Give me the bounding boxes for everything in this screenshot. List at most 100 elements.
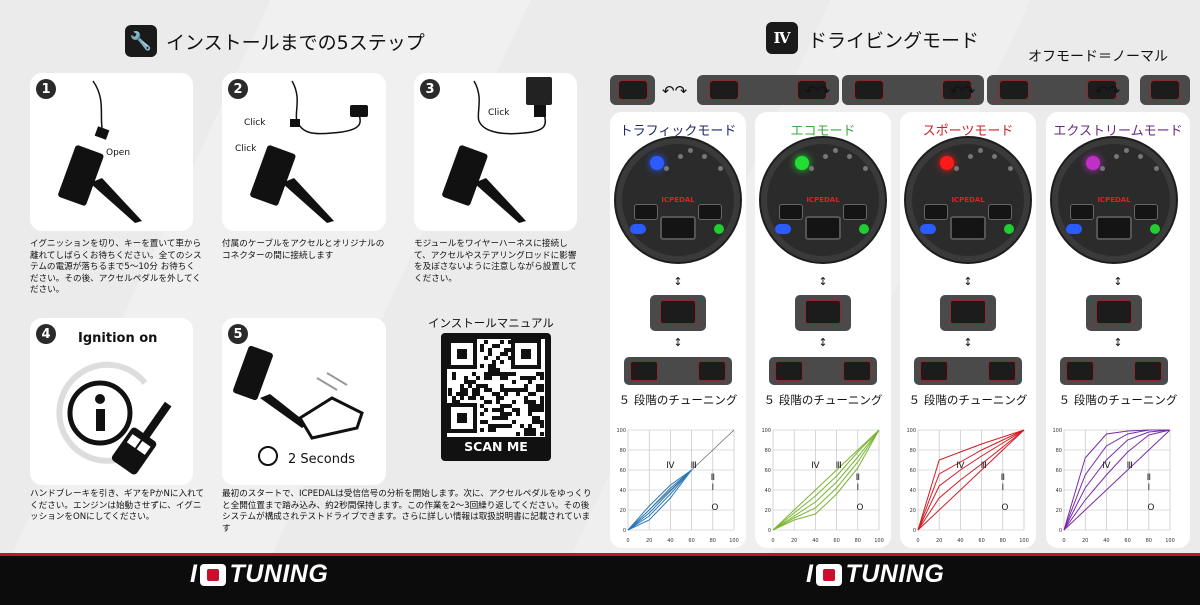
series-line-ii [772,429,880,531]
qr-module [528,408,532,412]
module-screen [843,361,871,381]
x-tick-label: 40 [957,538,963,544]
curved-arrows-icon: ↶↷ [805,82,831,100]
level-label: O [856,503,863,513]
qr-module [532,420,536,424]
vertical-arrow-icon: ↕ [818,336,828,349]
qr-module [532,392,536,396]
qr-module [500,396,504,400]
x-tick-label: 0 [1062,538,1065,544]
y-tick-label: 20 [1056,508,1062,514]
qr-module [536,420,540,424]
qr-module [500,340,504,344]
qr-module [540,400,544,404]
series-line-iii [917,429,1025,531]
qr-module [456,392,460,396]
qr-module [516,412,520,416]
sel-button[interactable] [1070,204,1094,220]
logo-name: TUNING [229,560,329,588]
y-tick-label: 60 [1056,468,1062,474]
mode-switch-module [987,75,1129,105]
y-tick-label: 80 [1056,448,1062,454]
level-label: Ⅲ [1127,461,1133,471]
qr-module [532,400,536,404]
qr-module [500,424,504,428]
switch-screen [942,80,972,100]
qr-finder [447,339,477,369]
vertical-arrow-icon: ↕ [818,275,828,288]
series-line-i [917,429,1025,531]
qr-module [492,424,496,428]
blue-indicator [775,224,791,234]
y-tick-label: 60 [620,468,626,474]
qr-module [496,400,500,404]
level-led [1008,166,1013,171]
display-module [650,295,706,331]
device-brand-label: ICPEDAL [806,196,840,204]
logo-prefix: I [190,560,198,588]
val-button[interactable] [698,204,722,220]
sel-button[interactable] [634,204,658,220]
module-screen [805,300,841,324]
sel-button[interactable] [779,204,803,220]
val-button[interactable] [843,204,867,220]
level-label: Ⅳ [811,461,820,471]
level-led [968,154,973,159]
qr-module [516,432,520,436]
install-title: インストールまでの5ステップ [166,32,425,54]
click-label: Click [235,144,257,154]
qr-finder-center [521,349,531,359]
qr-module [528,400,532,404]
x-tick-label: 80 [710,538,716,544]
y-tick-label: 80 [910,448,916,454]
qr-module [488,372,492,376]
level-label: Ⅰ [711,483,714,493]
level-led [823,154,828,159]
series-line-o [1063,429,1171,531]
switch-module [914,357,1022,385]
x-tick-label: 20 [791,538,797,544]
brand-logo: IOTUNING [806,560,944,589]
qr-code[interactable]: SCAN ME [441,333,551,461]
val-button[interactable] [988,204,1012,220]
qr-module [504,392,508,396]
qr-module [508,424,512,428]
logo-mark: O [816,563,843,586]
qr-module [532,376,536,380]
display-module [1086,295,1142,331]
series-line-iii [772,429,880,531]
step-2-card: 2 Click Click [222,73,386,231]
qr-module [512,408,516,412]
mode-led [1086,156,1100,170]
logo-prefix: I [806,560,814,588]
qr-module [488,424,492,428]
qr-module [452,396,456,400]
level-led [978,148,983,153]
qr-module [512,400,516,404]
manual-title: インストールマニュアル [428,316,554,330]
qr-module [492,360,496,364]
series-line-iv [627,469,692,531]
qr-module [540,396,544,400]
qr-module [540,424,544,428]
val-button[interactable] [1134,204,1158,220]
x-tick-label: 40 [812,538,818,544]
blue-indicator [920,224,936,234]
sel-button[interactable] [924,204,948,220]
series-line-i [627,469,692,531]
x-tick-label: 80 [855,538,861,544]
ignition-key-icon [56,361,172,475]
qr-module [540,408,544,412]
mode-led [940,156,954,170]
series-line-o [627,469,692,531]
qr-module [536,404,540,408]
qr-module [516,392,520,396]
series-line-iv [1063,429,1170,531]
qr-module [488,388,492,392]
series-line-iii [627,469,692,531]
switch-screen [999,80,1029,100]
mode-title: トラフィックモード [619,124,737,139]
off-mode-label: オフモード＝ノーマル [1028,49,1168,65]
